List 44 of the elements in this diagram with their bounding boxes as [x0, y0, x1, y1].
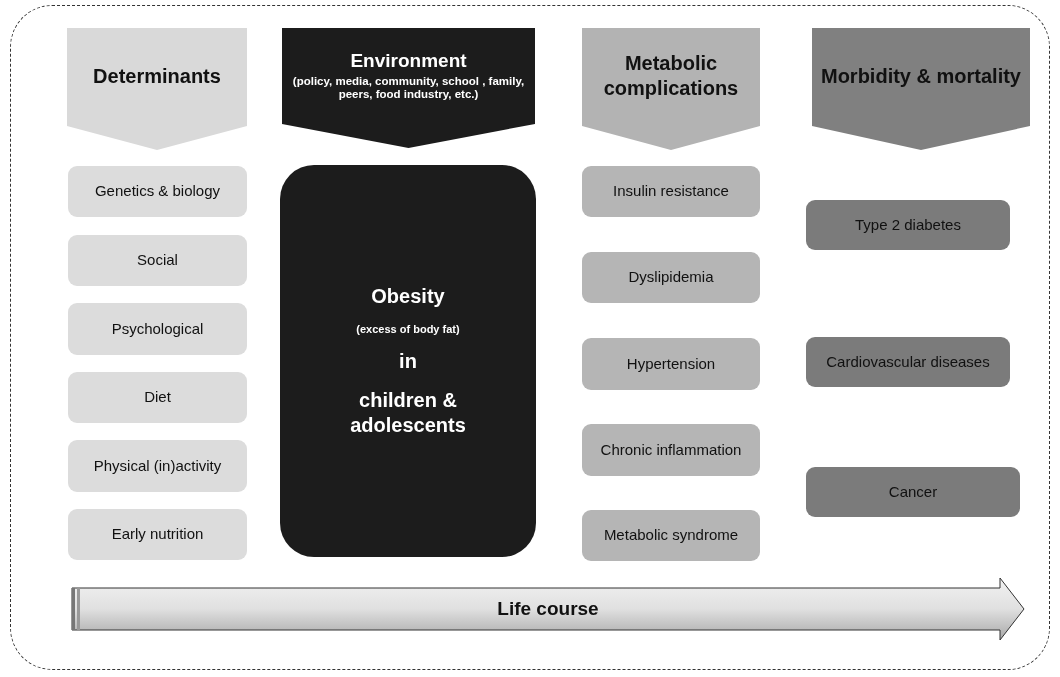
- label-text: Early nutrition: [111, 525, 204, 544]
- disease-box: [806, 200, 1010, 250]
- label-text: Type 2 diabetes: [855, 215, 961, 235]
- label-text: Psychological: [111, 319, 204, 339]
- label-text: Hypertension: [626, 354, 716, 374]
- subtitle-text: (policy, media, community, school , family, peers, food industry, etc.): [291, 74, 526, 102]
- header-pentagon: [812, 28, 1030, 150]
- factor-box: [68, 509, 247, 560]
- complication-box: [582, 338, 760, 390]
- label-text: Chronic inflammation: [600, 440, 742, 460]
- label-text: Physical (in)activity: [93, 456, 222, 476]
- label-text: Morbidity & mortality: [821, 63, 1021, 89]
- subtitle-text: (excess of body fat): [356, 322, 460, 336]
- label-text: Cardiovascular diseases: [826, 352, 990, 372]
- label-text: Obesity: [371, 283, 445, 309]
- disease-box: [806, 337, 1010, 387]
- factor-box: [68, 440, 247, 492]
- label-text: Genetics & biology: [94, 182, 221, 201]
- factor-box: [68, 235, 247, 286]
- complication-box: [582, 166, 760, 217]
- label-text: Environment: [350, 48, 467, 73]
- factor-box: [68, 166, 247, 217]
- label-text: Metabolic syndrome: [603, 526, 739, 545]
- complication-box: [582, 510, 760, 561]
- complication-box: [582, 424, 760, 476]
- header-pentagon: [67, 28, 247, 150]
- label-text: Social: [137, 251, 178, 270]
- label-text: Metabolic complications: [602, 51, 740, 101]
- disease-box: [806, 467, 1020, 517]
- label-text: Cancer: [888, 482, 938, 502]
- label-text: in: [399, 349, 417, 375]
- life-course-arrow: [72, 578, 1024, 640]
- label-text: Life course: [497, 597, 599, 621]
- label-text: children & adolescents: [349, 388, 467, 439]
- central-box: [280, 165, 536, 557]
- complication-box: [582, 252, 760, 303]
- factor-box: [68, 372, 247, 423]
- factor-box: [68, 303, 247, 355]
- header-pentagon: [282, 28, 535, 148]
- label-text: Diet: [144, 388, 171, 407]
- label-text: Dyslipidemia: [628, 268, 714, 287]
- label-text: Determinants: [93, 63, 221, 89]
- label-text: Insulin resistance: [613, 182, 729, 201]
- header-pentagon: [582, 28, 760, 150]
